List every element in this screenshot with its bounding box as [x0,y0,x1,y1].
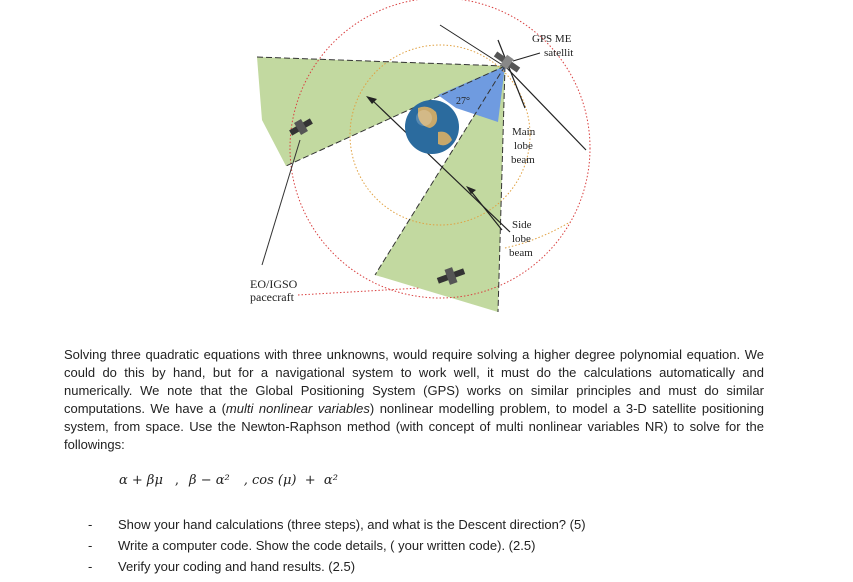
list-item: - Show your hand calculations (three step… [88,514,586,535]
task-list: - Show your hand calculations (three step… [88,514,586,577]
gps-label-line1: GPS ME [532,33,572,45]
side-lobe-dotted-curve [504,221,571,249]
paragraph-text-end: ) nonlinear modelling problem, to model … [64,401,765,452]
equation-separator: , [174,473,180,488]
list-item: - Write a computer code. Show the code de… [88,535,586,556]
equation-3: , cos (μ) + α² [243,473,338,488]
craft-orbit-arrow [297,287,421,296]
angle-label: 27° [456,96,470,107]
orbit-outer [289,0,591,299]
beam-edge-left [285,65,506,167]
beam-edge-vertical [497,65,506,313]
ray-3 [371,99,511,233]
pointer-to-gps [512,52,541,62]
side-lobe-label-3: beam [509,247,533,259]
earth-land [418,106,452,146]
main-lobe-beam-lower [375,66,505,312]
ray-5 [439,24,505,67]
main-lobe-beam-upper [257,57,505,166]
equation-2: β − α² [189,473,230,488]
beam-edge-top [256,56,506,67]
equations: α + βμ, β − α² , cos (μ) + α² [119,473,338,488]
ray-1 [504,65,587,151]
gps-label-line2: satellit [544,47,573,59]
task-text: Verify your coding and hand results. (2.… [118,559,356,574]
gps-satellite-icon [493,51,521,73]
side-lobe-label-2: lobe [512,233,531,245]
bullet-dash: - [88,559,93,574]
arrowhead [466,186,476,194]
bullet-dash: - [88,517,93,532]
orbit-inner [349,44,531,226]
task-text: Write a computer code. Show the code det… [118,538,536,553]
side-lobe-label-1: Side [512,219,532,231]
ray-2 [497,39,526,109]
paragraph-italic-text: multi nonlinear variables [225,401,370,416]
list-item: - Verify your coding and hand results. (2… [88,556,586,577]
ray-4 [469,189,503,231]
igso-satellite-icon [436,267,466,285]
craft-label-line2: pacecraft [250,290,295,304]
beam-edge-lower [374,65,506,276]
bullet-dash: - [88,538,93,553]
task-text: Show your hand calculations (three steps… [118,517,586,532]
gps-beam-diagram: GPS ME satellit 27° Main lobe beam Side … [250,0,591,313]
main-lobe-label-2: lobe [514,140,533,152]
problem-paragraph: Solving three quadratic equations with t… [64,346,764,454]
main-lobe-label-1: Main [512,126,536,138]
eo-satellite-icon [289,118,313,136]
earth-highlight [416,110,432,126]
equation-1: α + βμ [119,473,163,488]
craft-pointer [261,139,301,266]
arrowhead [366,96,377,104]
main-lobe-label-3: beam [511,154,535,166]
side-lobe-beam [438,66,505,122]
paragraph-text: Solving three quadratic equations with t… [64,347,764,416]
craft-label-line1: EO/IGSO [250,277,298,291]
